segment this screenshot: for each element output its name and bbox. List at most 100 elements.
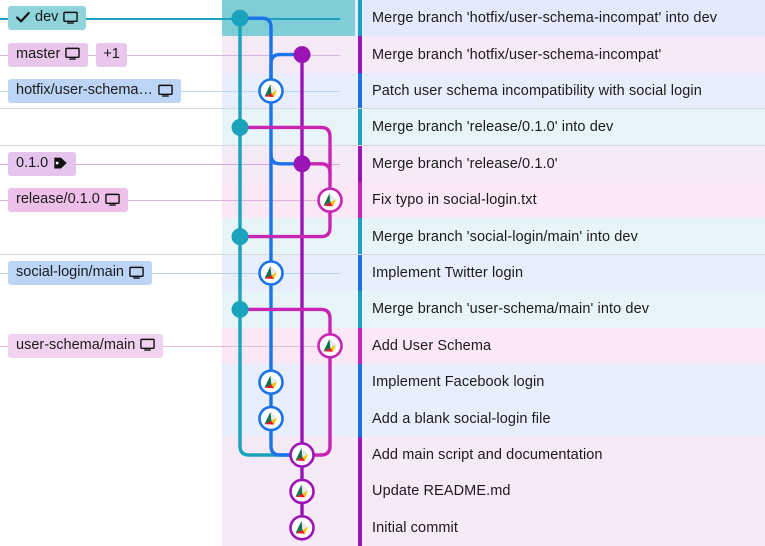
monitor-icon bbox=[63, 11, 79, 24]
graph-edge bbox=[238, 125, 332, 202]
row-message-background bbox=[355, 291, 765, 328]
monitor-icon bbox=[140, 338, 156, 352]
row-message-background bbox=[355, 254, 765, 292]
commit-row[interactable]: Merge branch 'social-login/main' into de… bbox=[0, 218, 765, 255]
commit-row[interactable]: Update README.md bbox=[0, 473, 765, 510]
monitor-icon bbox=[129, 266, 144, 280]
commit-message: Implement Twitter login bbox=[372, 264, 524, 281]
commit-row[interactable]: Patch user schema incompatibility with s… bbox=[0, 72, 765, 110]
monitor-icon bbox=[158, 84, 173, 98]
row-lane-color-bar bbox=[358, 145, 362, 182]
commit-avatar-node[interactable] bbox=[258, 369, 284, 396]
ref-extra-count[interactable]: +1 bbox=[96, 42, 127, 67]
monitor-icon bbox=[65, 47, 81, 60]
commit-avatar-node[interactable] bbox=[317, 187, 343, 213]
row-separator bbox=[0, 144, 765, 146]
row-lane-color-bar bbox=[358, 473, 362, 510]
row-message-background bbox=[355, 0, 765, 37]
commit-message: Merge branch 'release/0.1.0' into dev bbox=[372, 119, 614, 136]
commit-row[interactable]: Implement Facebook login bbox=[0, 364, 765, 401]
commit-avatar-node[interactable] bbox=[258, 260, 284, 286]
monitor-icon bbox=[158, 84, 173, 97]
ref-label-hotfix-user-schema[interactable]: hotfix/user-schema… bbox=[8, 79, 181, 103]
commit-avatar-node[interactable] bbox=[289, 442, 315, 468]
graph-edge bbox=[238, 307, 332, 348]
row-lane-color-bar bbox=[358, 218, 362, 255]
ref-label-user-schema-main[interactable]: user-schema/main bbox=[8, 333, 164, 358]
commit-avatar-node[interactable] bbox=[258, 78, 284, 104]
merge-commit-dot[interactable] bbox=[293, 46, 311, 64]
commit-message: Initial commit bbox=[372, 519, 458, 536]
ref-label-0-1-0[interactable]: 0.1.0 bbox=[8, 151, 77, 176]
ref-label-text: release/0.1.0 bbox=[16, 191, 100, 208]
row-message-background bbox=[355, 400, 765, 437]
row-graph-background bbox=[222, 473, 355, 510]
ref-connector-line bbox=[0, 164, 340, 165]
commit-message: Update README.md bbox=[372, 483, 511, 500]
commit-avatar-node[interactable] bbox=[317, 332, 343, 359]
graph-edge bbox=[300, 162, 332, 175]
commit-message: Add main script and documentation bbox=[372, 446, 603, 463]
row-lane-color-bar bbox=[358, 327, 362, 364]
row-lane-color-bar bbox=[358, 182, 362, 219]
commit-message: Merge branch 'hotfix/user-schema-incompa… bbox=[372, 46, 662, 63]
ref-connector-line bbox=[0, 273, 340, 274]
row-graph-background bbox=[222, 72, 355, 110]
monitor-icon bbox=[63, 11, 79, 25]
ref-label-dev[interactable]: dev bbox=[8, 6, 87, 31]
row-graph-background bbox=[222, 400, 355, 437]
ref-label-master[interactable]: master bbox=[8, 42, 89, 67]
row-message-background bbox=[355, 182, 765, 219]
merge-commit-dot[interactable] bbox=[231, 300, 249, 318]
ref-label-text: user-schema/main bbox=[16, 336, 136, 353]
graph-edge bbox=[300, 344, 332, 457]
commit-row[interactable]: Add a blank social-login file bbox=[0, 400, 765, 437]
row-message-background bbox=[355, 436, 765, 474]
row-message-background bbox=[355, 473, 765, 510]
graph-edge bbox=[269, 52, 304, 93]
check-icon bbox=[16, 12, 30, 23]
commit-message: Add User Schema bbox=[372, 337, 492, 354]
row-graph-background bbox=[222, 364, 355, 401]
row-message-background bbox=[355, 145, 765, 182]
ref-connector-line bbox=[0, 55, 340, 56]
commit-message: Patch user schema incompatibility with s… bbox=[372, 82, 702, 99]
ref-label-text: 0.1.0 bbox=[16, 154, 49, 171]
commit-message: Implement Facebook login bbox=[372, 374, 545, 391]
ref-connector-line bbox=[0, 200, 340, 201]
monitor-icon bbox=[65, 47, 81, 61]
commit-row[interactable]: Implement Twitter login bbox=[0, 254, 765, 292]
row-lane-color-bar bbox=[358, 109, 362, 146]
commit-avatar-node[interactable] bbox=[258, 405, 284, 432]
merge-commit-dot[interactable] bbox=[231, 9, 249, 27]
commit-message: Merge branch 'hotfix/user-schema-incompa… bbox=[372, 10, 718, 27]
commit-row[interactable]: Merge branch 'release/0.1.0' into dev bbox=[0, 109, 765, 146]
commit-avatar-node[interactable] bbox=[289, 514, 315, 541]
row-lane-color-bar bbox=[358, 72, 362, 110]
merge-commit-dot[interactable] bbox=[293, 155, 311, 173]
commit-row[interactable]: Initial commit bbox=[0, 509, 765, 546]
ref-label-social-login-main[interactable]: social-login/main bbox=[8, 261, 152, 285]
commit-row[interactable]: Merge branch 'user-schema/main' into dev bbox=[0, 291, 765, 328]
check-icon bbox=[16, 11, 30, 24]
ref-label-release-0-1-0[interactable]: release/0.1.0 bbox=[8, 188, 128, 213]
commit-message: Merge branch 'user-schema/main' into dev bbox=[372, 301, 650, 318]
row-lane-color-bar bbox=[358, 0, 362, 37]
ref-label-text: social-login/main bbox=[16, 264, 124, 280]
row-separator bbox=[0, 108, 765, 110]
graph-edge bbox=[238, 16, 295, 457]
row-message-background bbox=[355, 72, 765, 110]
row-lane-color-bar bbox=[358, 36, 362, 73]
row-lane-color-bar bbox=[358, 291, 362, 328]
ref-label-text: master bbox=[16, 45, 61, 62]
commit-message: Add a blank social-login file bbox=[372, 410, 551, 427]
row-message-background bbox=[355, 364, 765, 401]
row-lane-color-bar bbox=[358, 436, 362, 474]
row-separator bbox=[0, 253, 765, 255]
commit-message: Merge branch 'social-login/main' into de… bbox=[372, 228, 638, 245]
row-lane-color-bar bbox=[358, 364, 362, 401]
commit-avatar-node[interactable] bbox=[289, 478, 315, 505]
merge-commit-dot[interactable] bbox=[231, 228, 249, 246]
ref-label-text: dev bbox=[35, 9, 59, 26]
merge-commit-dot[interactable] bbox=[231, 118, 249, 136]
